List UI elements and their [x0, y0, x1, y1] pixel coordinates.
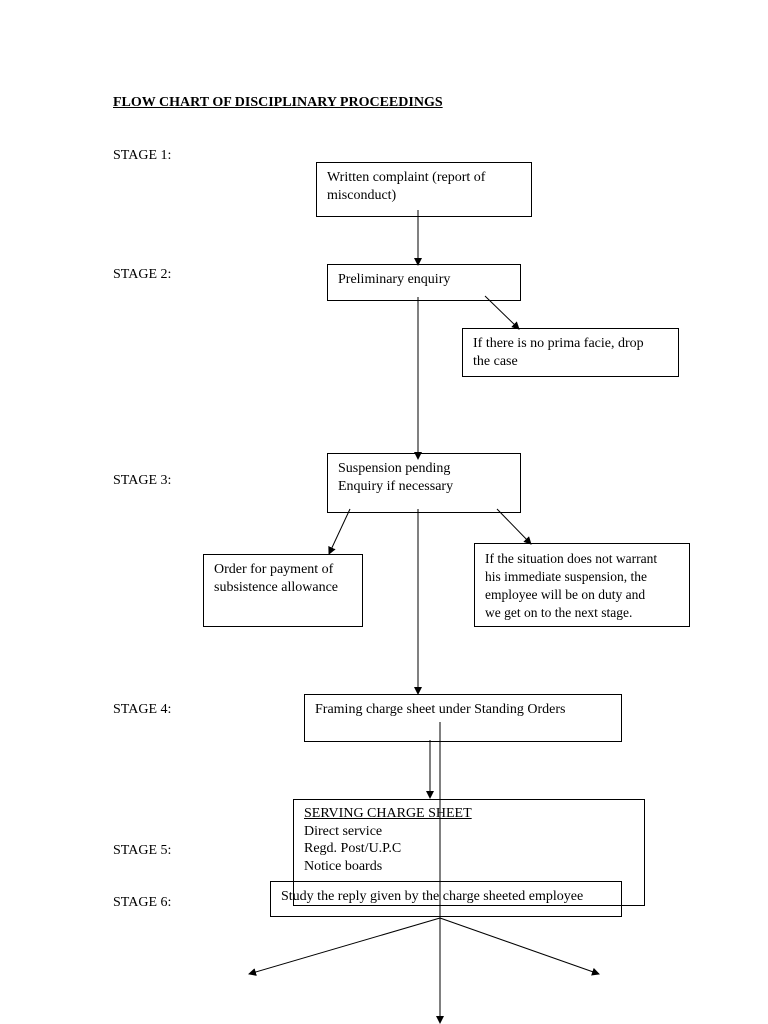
no-suspension-line-1: If the situation does not warrant — [485, 551, 658, 566]
preliminary-enquiry-box: Preliminary enquiry — [327, 264, 521, 301]
stage-2-label: STAGE 2: — [113, 267, 172, 282]
arrow-suspension-to-no-suspension — [496, 508, 532, 545]
study-reply-box: Study the reply given by the charge shee… — [270, 881, 622, 917]
arrow-suspension-to-subsistence — [328, 508, 351, 555]
serving-heading: SERVING CHARGE SHEET — [304, 806, 472, 821]
no-suspension-box: If the situation does not warrant his im… — [474, 543, 690, 627]
stage-3-label: STAGE 3: — [113, 473, 172, 488]
serving-item-3: Notice boards — [304, 858, 383, 874]
stage-5-label: STAGE 5: — [113, 843, 172, 858]
arrow-study-reply-left — [248, 917, 441, 976]
no-prima-facie-box: If there is no prima facie, drop the cas… — [462, 328, 679, 377]
charge-sheet-line-1: Framing charge sheet under Standing Orde… — [315, 702, 566, 717]
serving-item-2: Regd. Post/U.P.C — [304, 841, 402, 856]
serving-charge-sheet-box: SERVING CHARGE SHEET Direct service Regd… — [293, 799, 645, 906]
stage-4-label: STAGE 4: — [113, 702, 172, 717]
suspension-box: Suspension pending Enquiry if necessary — [327, 453, 521, 513]
stage-6-label: STAGE 6: — [113, 895, 172, 910]
complaint-line-1: Written complaint (report of — [327, 170, 486, 185]
complaint-line-2: misconduct) — [327, 188, 397, 203]
no-prima-facie-line-2: the case — [473, 354, 518, 369]
subsistence-line-2: subsistence allowance — [214, 580, 339, 595]
no-prima-facie-line-1: If there is no prima facie, drop — [473, 336, 644, 351]
suspension-line-1: Suspension pending — [338, 461, 451, 476]
charge-sheet-box: Framing charge sheet under Standing Orde… — [304, 694, 622, 742]
no-suspension-line-2: his immediate suspension, the — [485, 569, 647, 584]
complaint-box: Written complaint (report of misconduct) — [316, 162, 532, 217]
no-suspension-line-3: employee will be on duty and — [485, 587, 646, 602]
suspension-line-2: Enquiry if necessary — [338, 479, 454, 494]
page-title: FLOW CHART OF DISCIPLINARY PROCEEDINGS — [113, 95, 443, 110]
study-reply-line-1: Study the reply given by the charge shee… — [281, 889, 584, 904]
preliminary-line-1: Preliminary enquiry — [338, 272, 451, 287]
subsistence-line-1: Order for payment of — [214, 562, 334, 577]
subsistence-allowance-box: Order for payment of subsistence allowan… — [203, 554, 363, 627]
stage-1-label: STAGE 1: — [113, 148, 172, 163]
no-suspension-line-4: we get on to the next stage. — [485, 605, 633, 620]
arrow-study-reply-right — [439, 917, 600, 976]
serving-item-1: Direct service — [304, 823, 383, 839]
